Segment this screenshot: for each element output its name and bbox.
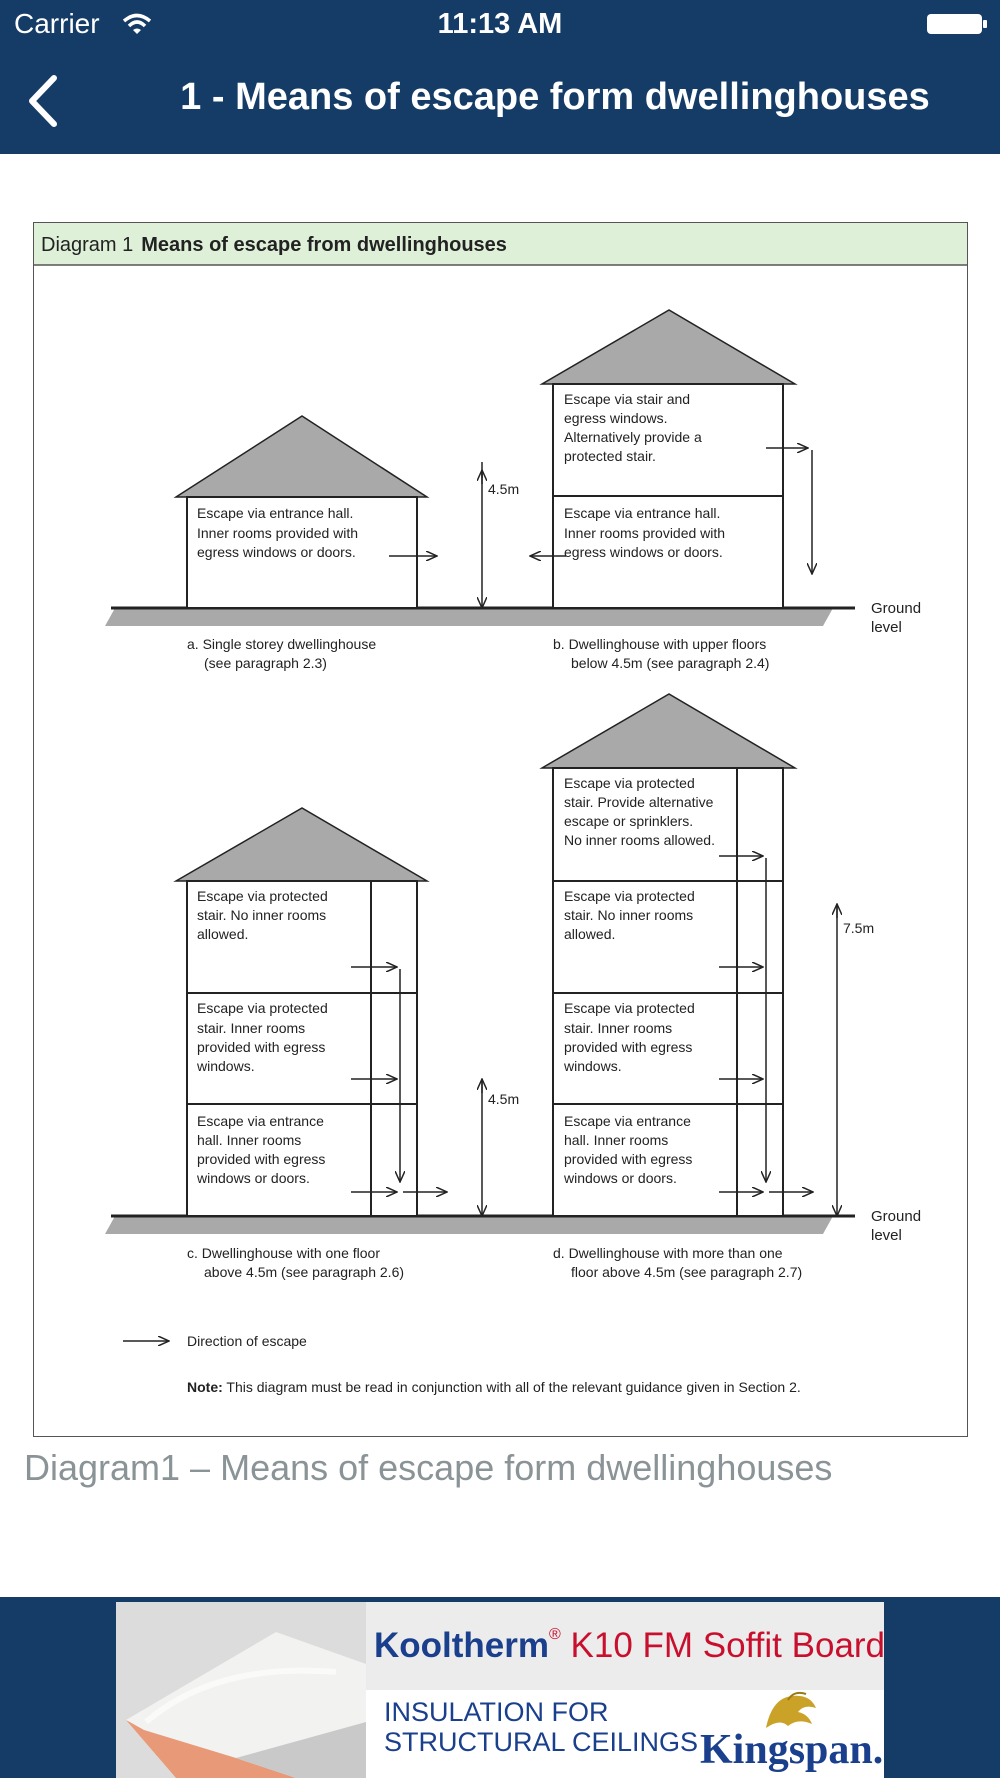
navigation-bar: 1 - Means of escape form dwellinghouses [0, 48, 1000, 154]
image-caption: Diagram1 – Means of escape form dwelling… [24, 1447, 832, 1489]
battery-icon [926, 12, 988, 36]
ad-product-name: Kooltherm® K10 FM Soffit Board [374, 1626, 884, 1666]
diagram-heading: Means of escape from dwellinghouses [141, 234, 507, 256]
escape-diagram[interactable]: Diagram 1 Means of escape from dwellingho… [33, 222, 968, 1437]
diagram-frame [33, 222, 968, 1437]
house-c: Escape via protected stair. No inner roo… [176, 808, 447, 1216]
dimension-label-4-5: 4.5m [488, 481, 519, 497]
ad-banner[interactable]: Kooltherm® K10 FM Soffit Board INSULATIO… [116, 1602, 884, 1778]
back-chevron-icon[interactable] [22, 72, 66, 130]
svg-text:4.5m: 4.5m [488, 1091, 519, 1107]
ground-hatch-bottom [105, 1216, 833, 1234]
svg-text:Escape via entrance hall.: Escape via entrance hall. Inner rooms pr… [564, 505, 729, 560]
ad-tagline: INSULATION FOR STRUCTURAL CEILINGS [384, 1697, 698, 1757]
kingspan-logo: Kingspan. [700, 1688, 876, 1774]
svg-text:Escape via entrance hall.: Escape via entrance hall. Inner rooms pr… [197, 505, 362, 560]
ad-banner-bar: Kooltherm® K10 FM Soffit Board INSULATIO… [0, 1597, 1000, 1778]
content-area: Diagram 1 Means of escape from dwellingho… [0, 154, 1000, 1597]
ground-hatch-top [105, 608, 833, 626]
status-bar: Carrier 11:13 AM [0, 0, 1000, 48]
soffit-board-image [116, 1602, 366, 1778]
page-title: 1 - Means of escape form dwellinghouses [130, 76, 980, 119]
legend-label: Direction of escape [187, 1333, 307, 1349]
diagram-note: Note: This diagram must be read in conju… [187, 1379, 801, 1395]
dimension-label-7-5: 7.5m [843, 920, 874, 936]
diagram-number: Diagram 1 [41, 234, 133, 256]
ground-level-label: Ground [871, 600, 921, 617]
house-d: Escape via protected stair. Provide alte… [542, 694, 813, 1216]
status-time: 11:13 AM [0, 8, 1000, 41]
